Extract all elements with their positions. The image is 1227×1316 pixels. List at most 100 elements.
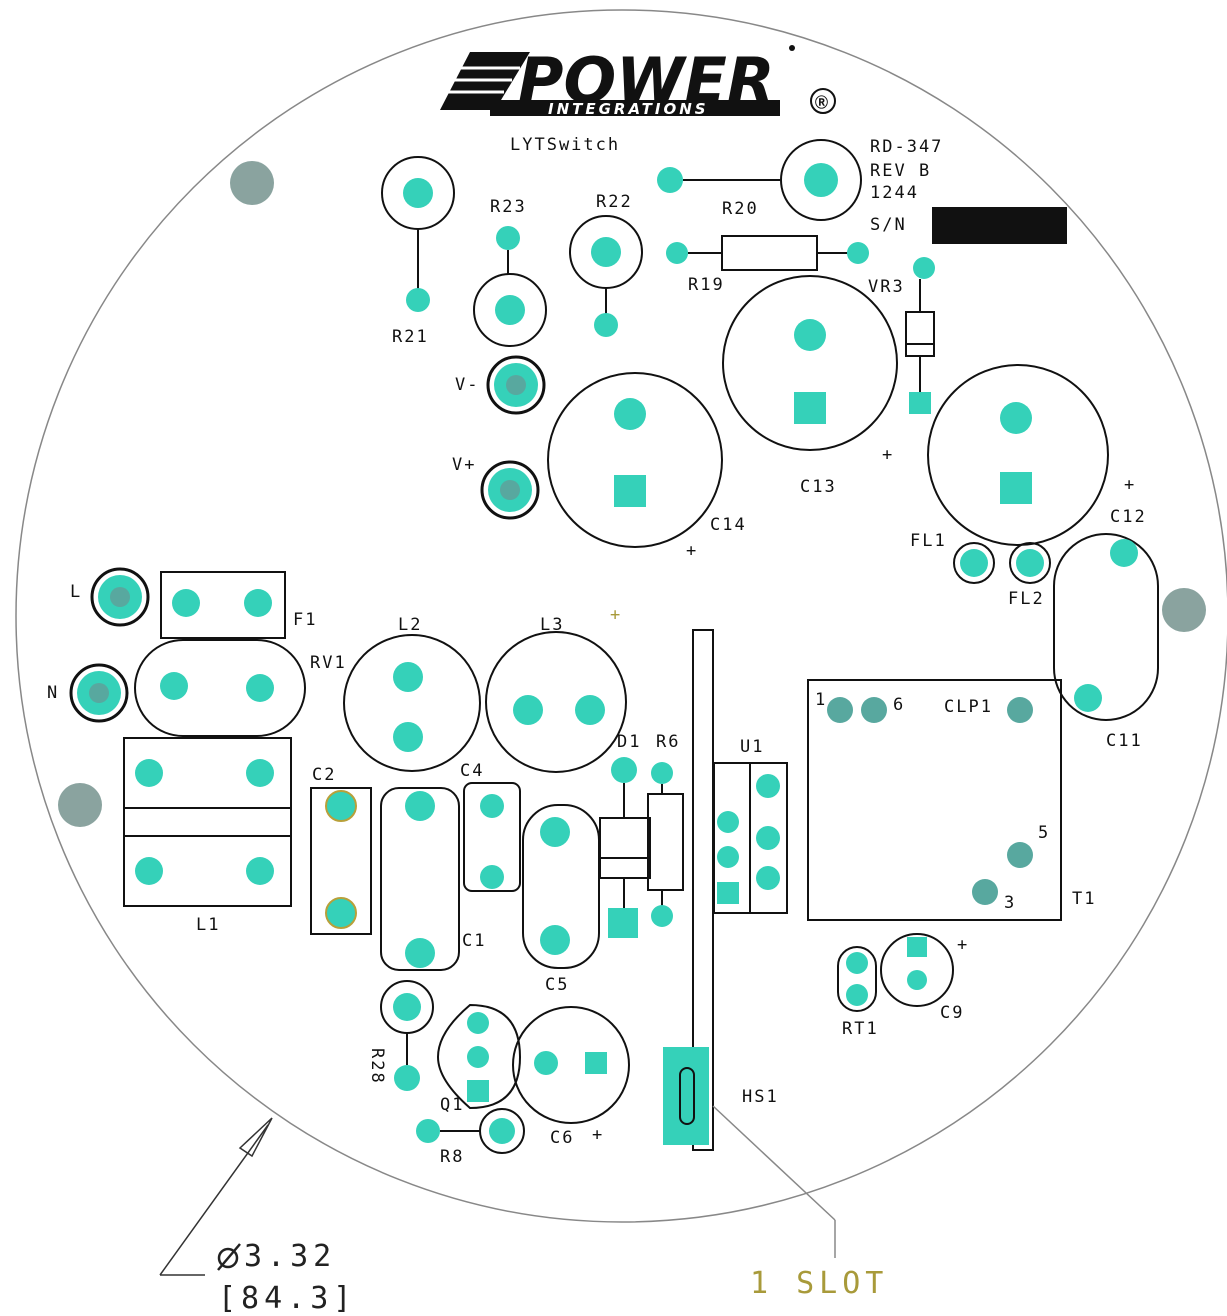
label-c14: C14 [710,515,747,535]
board-revision: REV B [870,161,931,181]
label-c1: C1 [462,931,486,951]
polarity-c14: + [686,541,698,561]
label-rt1: RT1 [842,1019,879,1039]
polarity-c9: + [957,935,969,955]
power-integrations-logo: POWER INTEGRATIONS [440,44,795,118]
label-clp1: CLP1 [944,697,993,717]
label-r19: R19 [688,275,725,295]
label-c5: C5 [545,975,569,995]
transistor-q1: Q1 [436,1003,522,1115]
label-r23: R23 [490,197,527,217]
board-name: LYTSwitch [510,135,620,155]
input-terminal-neutral: N [47,663,129,723]
resistor-r20: R20 [657,139,862,221]
resistor-r23: R23 [473,197,547,347]
capacitor-c9: C9 + [880,933,969,1023]
dimension-diameter: 3.32 [244,1239,336,1274]
flying-lead-fl2: FL2 [1008,542,1051,609]
label-rv1: RV1 [310,653,347,673]
label-c9: C9 [940,1003,964,1023]
resistor-r22: R22 [569,192,643,337]
diode-d1: D1 [599,732,651,938]
inductor-l1: L1 [123,737,292,935]
resistor-r8: R8 [416,1108,525,1167]
label-c2: C2 [312,765,336,785]
label-c6: C6 [550,1128,574,1148]
label-c4: C4 [460,761,484,781]
transformer-t1: 1 6 5 3 CLP1 T1 [807,679,1096,921]
label-r22: R22 [596,192,633,212]
label-d1: D1 [617,732,641,752]
mounting-holes [58,161,1206,827]
label-t1: T1 [1072,889,1096,909]
output-terminal-v-minus: V- [455,355,546,415]
resistor-r19: R19 [666,235,869,295]
label-pin-1: 1 [815,690,827,710]
zener-vr3: VR3 [868,257,935,414]
label-pin-3: 3 [1004,893,1016,913]
label-f1: F1 [293,610,317,630]
label-c13: C13 [800,477,837,497]
label-r28: R28 [367,1048,387,1085]
label-line: L [70,582,82,602]
board-model: RD-347 [870,137,943,157]
label-r8: R8 [440,1147,464,1167]
thermistor-rt1: RT1 [837,946,879,1039]
output-terminal-v-plus: V+ [452,455,540,520]
polarity-c12: + [1124,475,1136,495]
diameter-symbol-icon [217,1243,241,1271]
label-pin-5: 5 [1038,823,1050,843]
label-u1: U1 [740,737,764,757]
label-q1: Q1 [440,1095,464,1115]
slot-note: 1 SLOT [750,1266,888,1301]
label-l1: L1 [196,915,220,935]
label-r20: R20 [722,199,759,219]
label-c11: C11 [1106,731,1143,751]
input-terminal-line: L [70,567,150,627]
label-v-minus: V- [455,375,479,395]
capacitor-c13: C13 + [722,275,898,497]
polarity-c6: + [592,1125,604,1145]
label-l3: L3 [540,615,564,635]
logo-brand-bottom: INTEGRATIONS [548,100,709,118]
board-outline [15,9,1227,1223]
dimension-metric: [84.3] [218,1281,356,1316]
inductor-l2: L2 [343,615,481,772]
label-neutral: N [47,683,59,703]
label-v-plus: V+ [452,455,476,475]
flying-lead-fl1: FL1 [910,531,995,584]
heatsink-hs1: HS1 [663,629,836,1258]
label-hs1: HS1 [742,1087,779,1107]
svg-text:Ⓡ: Ⓡ [815,95,828,111]
capacitor-c1: C1 [380,787,486,971]
ul-mark-icon: Ⓡ [810,88,836,114]
resistor-r6: R6 [647,732,684,927]
capacitor-c14: C14 + [547,372,747,561]
label-r6: R6 [656,732,680,752]
resistor-r21: R21 [381,156,455,347]
label-r21: R21 [392,327,429,347]
capacitor-c5: C5 [522,804,600,995]
label-l2: L2 [398,615,422,635]
label-fl2: FL2 [1008,589,1045,609]
capacitor-c2: C2 [310,765,372,935]
serial-label: S/N [870,215,907,235]
serial-number-box [932,207,1067,244]
polarity-c13: + [882,445,894,465]
board-date-code: 1244 [870,183,919,203]
resistor-r28: R28 [367,980,434,1091]
capacitor-c6: C6 + [512,1006,630,1148]
ic-u1: U1 [713,737,788,914]
polarity-l3: + [610,605,622,625]
capacitor-c11: C11 [1053,533,1159,751]
label-pin-6: 6 [893,695,905,715]
label-fl1: FL1 [910,531,947,551]
label-vr3: VR3 [868,277,905,297]
capacitor-c4: C4 [460,761,521,892]
label-c12: C12 [1110,507,1147,527]
fuse-f1: F1 [160,571,317,639]
diameter-dimension: 3.32 [84.3] [159,1117,356,1316]
inductor-l3: L3 + [485,605,627,773]
varistor-rv1: RV1 [134,639,347,737]
